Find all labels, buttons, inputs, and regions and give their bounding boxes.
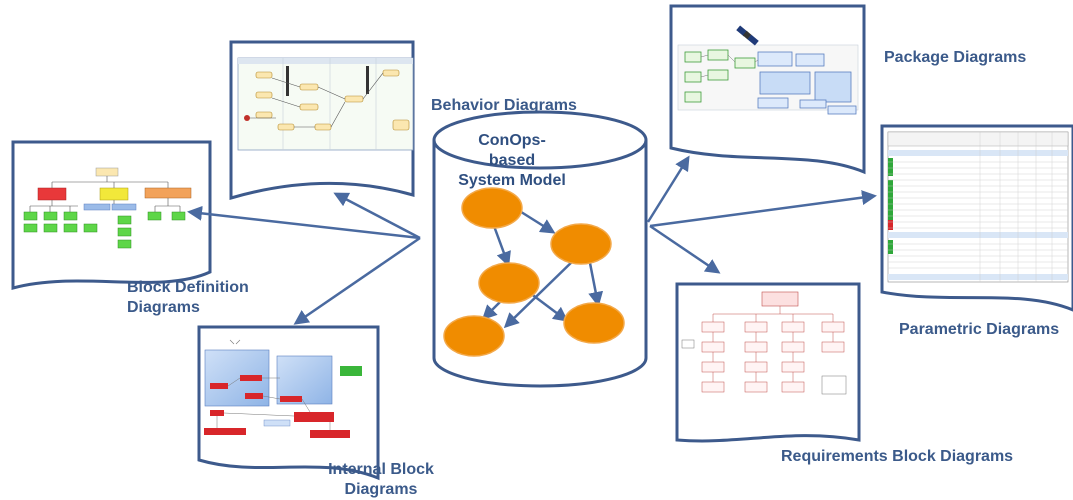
- graph-node: [550, 223, 612, 265]
- edge-c-d: [481, 301, 501, 321]
- block-definition-label-line1: Block Definition: [127, 279, 249, 296]
- arrow-to-block-definition: [187, 205, 421, 240]
- satellite-icon: [736, 25, 759, 46]
- package-diagram-thumbnail: [677, 44, 859, 115]
- edge-b-e: [588, 262, 604, 307]
- edge-b-d: [503, 255, 579, 329]
- edge-a-b: [517, 208, 556, 234]
- block-definition-label-line2: Diagrams: [127, 299, 200, 316]
- arrow-to-parametric: [649, 190, 877, 228]
- requirements-doc: [675, 282, 861, 443]
- model-graph-edges: [481, 208, 604, 329]
- requirements-diagrams-label: Requirements Block Diagrams: [781, 448, 1014, 465]
- internal-block-label: Internal Block Diagrams: [316, 460, 446, 500]
- graph-node: [443, 315, 505, 357]
- internal-block-label-line2: Diagrams: [344, 481, 418, 498]
- system-model-title-line2: System Model: [458, 172, 566, 189]
- parametric-table-thumbnail: [887, 131, 1069, 283]
- behavior-diagrams-label: Behavior Diagrams: [431, 97, 577, 114]
- connector-arrows: [187, 155, 877, 325]
- arrow-to-requirements: [649, 224, 721, 274]
- block-definition-thumbnail: [23, 167, 192, 249]
- parametric-doc: [880, 124, 1073, 312]
- behavior-diagram-doc: [229, 40, 415, 200]
- block-definition-label: Block Definition Diagrams: [127, 278, 249, 318]
- edge-a-c: [492, 225, 511, 267]
- internal-block-thumbnail: [204, 339, 362, 438]
- requirements-thumbnail: [681, 291, 847, 395]
- arrow-to-package: [646, 155, 690, 223]
- arrow-to-behavior: [333, 192, 421, 240]
- parametric-diagrams-label: Parametric Diagrams: [899, 321, 1060, 338]
- graph-node: [461, 187, 523, 229]
- system-model-title: ConOps-based System Model: [458, 131, 566, 191]
- system-model-title-line1: ConOps-based: [478, 132, 546, 169]
- arrow-to-internal-block: [293, 236, 421, 325]
- graph-node: [563, 302, 625, 344]
- behavior-diagram-thumbnail: [237, 57, 414, 151]
- internal-block-doc: [197, 325, 380, 481]
- internal-block-label-line1: Internal Block: [328, 461, 434, 478]
- block-definition-doc: [11, 140, 212, 290]
- graph-node: [478, 262, 540, 304]
- package-diagram-doc: [669, 4, 866, 175]
- model-graph-nodes: [443, 187, 625, 357]
- package-diagrams-label: Package Diagrams: [884, 49, 1027, 66]
